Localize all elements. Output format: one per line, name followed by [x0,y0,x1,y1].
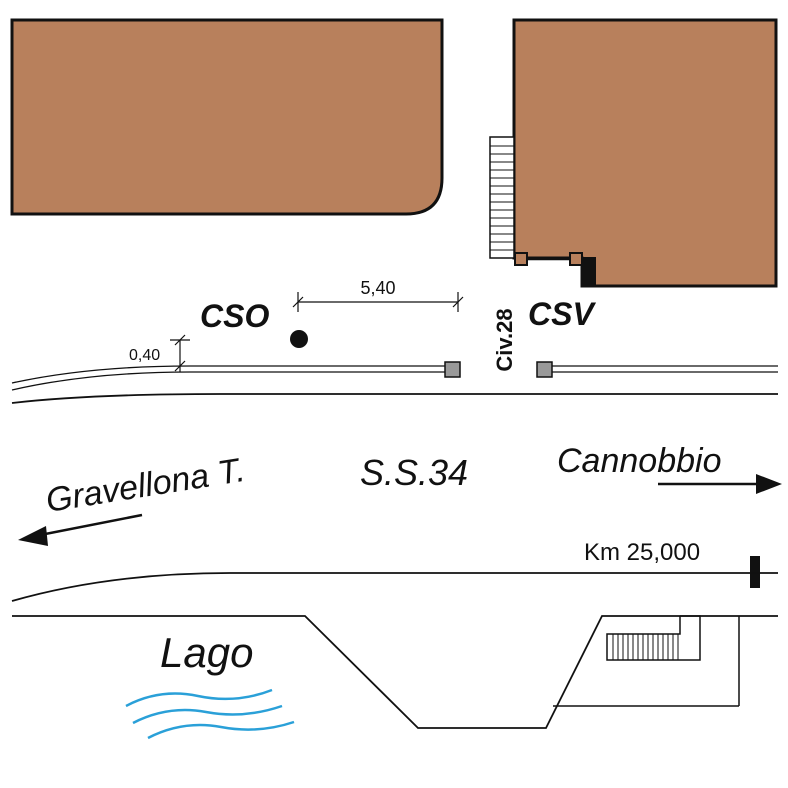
direction-west-label: Gravellona T. [43,451,247,520]
building-corner-block [582,257,596,286]
csv-label: CSV [528,296,596,332]
pole-right [536,361,553,378]
water-waves-icon [125,688,295,740]
building-right [512,18,778,288]
direction-east-label: Cannobbio [557,442,721,480]
cso-label: CSO [200,298,269,334]
km-marker-post [750,556,760,588]
dimension-short [170,334,190,372]
pole-left [444,361,461,378]
civic-number-label: Civ.28 [492,308,517,371]
sidewalk-lines [11,365,778,404]
dimension-long [292,292,464,312]
lake-label: Lago [160,629,253,676]
cso-point [290,330,308,348]
gate-marker-left [514,252,528,266]
dimension-long-label: 5,40 [360,278,395,298]
gate-marker-right [569,252,583,266]
km-marker-label: Km 25,000 [584,539,700,566]
shoreline [12,615,778,729]
staircase-lower [612,634,679,660]
road-name: S.S.34 [360,452,468,493]
dock-structure [553,615,740,707]
arrow-right-icon [658,474,782,494]
arrow-left-icon [18,513,143,546]
road-edge-lower [11,572,778,602]
staircase-upper [489,136,515,259]
building-left [10,18,444,216]
dimension-short-label: 0,40 [129,347,160,364]
